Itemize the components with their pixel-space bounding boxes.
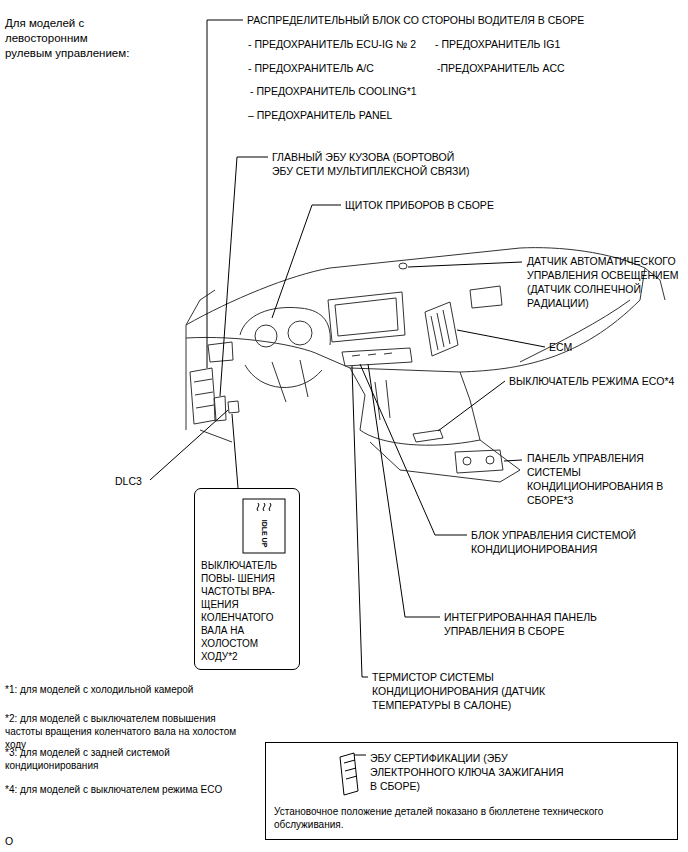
part-label: ГЛАВНЫЙ ЭБУ КУЗОВА (БОРТОВОЙ ЭБУ СЕТИ МУ…: [272, 150, 477, 178]
part-label: DLC3: [115, 474, 142, 488]
switch-label: ВЫКЛЮЧАТЕЛЬ ПОВЫ- ШЕНИЯ ЧАСТОТЫ ВРА- ЩЕН…: [201, 559, 295, 663]
fuse-label: - ПРЕДОХРАНИТЕЛЬ ECU-IG № 2: [248, 37, 416, 51]
part-label: ЩИТОК ПРИБОРОВ В СБОРЕ: [345, 198, 494, 212]
fuse-label: - ПРЕДОХРАНИТЕЛЬ A/C: [248, 61, 374, 75]
part-label: ECM: [549, 340, 572, 354]
switch-symbol-text: IDLE UP: [260, 517, 269, 551]
diagram-title: Для моделей с левосторонним рулевым упра…: [5, 16, 133, 61]
part-label: ВЫКЛЮЧАТЕЛЬ РЕЖИМА ECO*4: [509, 374, 681, 388]
ecu-icon: [334, 749, 374, 799]
part-label: ИНТЕГРИРОВАННАЯ ПАНЕЛЬ УПРАВЛЕНИЯ В СБОР…: [444, 610, 654, 638]
part-label: РАСПРЕДЕЛИТЕЛЬНЫЙ БЛОК СО СТОРОНЫ ВОДИТЕ…: [247, 13, 584, 27]
switch-icon: [195, 489, 299, 559]
fuse-label: - ПРЕДОХРАНИТЕЛЬ IG1: [435, 37, 560, 51]
fuse-label: -ПРЕДОХРАНИТЕЛЬ ACC: [437, 61, 565, 75]
leader-lines: [150, 20, 545, 677]
note-box: ЭБУ СЕРТИФИКАЦИИ (ЭБУ ЭЛЕКТРОННОГО КЛЮЧА…: [265, 742, 678, 840]
dashboard-drawing: [186, 248, 665, 482]
footnote: *3: для моделей с задней системой кондиц…: [5, 746, 255, 772]
figure-code: O: [5, 834, 13, 848]
footnote: *1: для моделей с холодильной камерой: [5, 683, 255, 696]
inset-box: ВЫКЛЮЧАТЕЛЬ ПОВЫ- ШЕНИЯ ЧАСТОТЫ ВРА- ЩЕН…: [194, 488, 300, 670]
part-label: ЭБУ СЕРТИФИКАЦИИ (ЭБУ ЭЛЕКТРОННОГО КЛЮЧА…: [370, 751, 570, 793]
footnote: *4: для моделей с выключателем режима EC…: [5, 783, 255, 796]
fuse-label: - ПРЕДОХРАНИТЕЛЬ COOLING*1: [250, 84, 417, 98]
part-label: ДАТЧИК АВТОМАТИЧЕСКОГО УПРАВЛЕНИЯ ОСВЕЩЕ…: [527, 254, 682, 310]
note-text: Установочное положение деталей показано …: [274, 805, 669, 831]
part-label: ТЕРМИСТОР СИСТЕМЫ КОНДИЦИОНИРОВАНИЯ (ДАТ…: [372, 670, 587, 712]
footnote: *2: для моделей с выключателем повышения…: [5, 712, 255, 751]
part-label: БЛОК УПРАВЛЕНИЯ СИСТЕМОЙ КОНДИЦИОНИРОВАН…: [471, 528, 681, 556]
part-label: ПАНЕЛЬ УПРАВЛЕНИЯ СИСТЕМЫ КОНДИЦИОНИРОВА…: [527, 451, 682, 507]
fuse-label: – ПРЕДОХРАНИТЕЛЬ PANEL: [248, 108, 392, 122]
